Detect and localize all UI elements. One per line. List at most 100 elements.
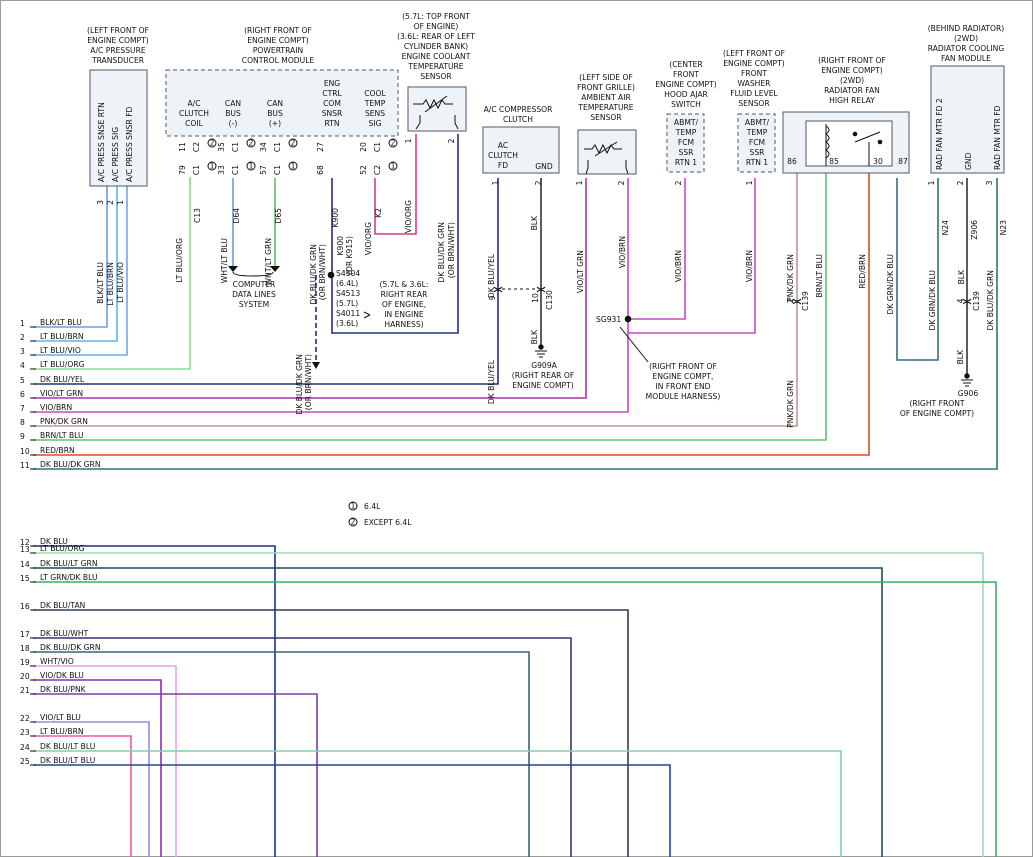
relay-pin-label: 85 <box>829 157 839 166</box>
fan-module-pin-label: RAD FAN MTR FD <box>993 105 1002 170</box>
wire-number: 6 <box>20 390 25 399</box>
pcm-pin-label: COOL <box>364 89 386 98</box>
ac-compressor-clutch <box>482 126 560 174</box>
wire-14 <box>33 567 883 857</box>
wire-number: 17 <box>20 630 30 639</box>
hood-ajar-pin-label: RTN 1 <box>675 158 697 167</box>
arrow-icon <box>228 266 238 272</box>
connector-id: C1 <box>192 165 201 175</box>
pin-number: 33 <box>217 165 226 175</box>
splice-point-icon <box>327 271 335 279</box>
wire-15 <box>33 581 997 857</box>
wire-label: BLK <box>957 269 966 284</box>
pcm-pin-label: SIG <box>369 119 382 128</box>
wire-22 <box>33 721 150 857</box>
variant-note-icon <box>246 161 256 171</box>
washer-sensor-wire <box>628 178 756 334</box>
pcm-pin-label: SNSR <box>322 109 343 118</box>
legend-note-icon <box>348 517 358 527</box>
wire-label: LT BLU/ORG <box>40 360 85 369</box>
washer-sensor-title: FLUID LEVEL <box>730 89 778 98</box>
variant-note-number: 2 <box>210 138 215 147</box>
wire-label: VIO/LT GRN <box>40 389 83 398</box>
connector-break-icon <box>536 286 546 290</box>
wire-10 <box>33 173 870 456</box>
ambient-sensor-title: AMBIENT AIR <box>581 93 631 102</box>
splice-note: HARNESS) <box>384 320 423 329</box>
wire-11 <box>33 178 998 470</box>
pin-lead <box>454 115 459 130</box>
fan-relay-title: (RIGHT FRONT OF <box>818 56 886 65</box>
fan-module-pin-label: RAD FAN MTR FD 2 <box>935 98 944 170</box>
washer-fluid-level-sensor <box>737 113 776 173</box>
wire-label: DK BLU/LT GRN <box>40 559 98 568</box>
pin-number: 9 <box>488 295 497 300</box>
washer-sensor-title: (LEFT FRONT OF <box>723 49 785 58</box>
ac-transducer-title: A/C PRESSURE <box>90 46 146 55</box>
wire-number: 14 <box>20 560 30 569</box>
wire-17 <box>33 637 572 857</box>
pin-number: 1 <box>491 180 500 185</box>
wire-label: LT BLU/VIO <box>40 346 81 355</box>
connector-break-icon <box>962 298 972 302</box>
wire-label: DK BLU/DK GRN <box>309 244 318 305</box>
wire-label: DK BLU/DK GRN <box>437 222 446 283</box>
wire-number: 2 <box>20 333 25 342</box>
wire-9 <box>33 173 827 441</box>
pcm-pin-label: COIL <box>185 119 204 128</box>
hood-ajar-title: SWITCH <box>671 100 701 109</box>
splice-note: IN ENGINE <box>384 310 424 319</box>
pin-number: 4 <box>956 298 965 303</box>
circuit-id: K900 <box>331 208 340 228</box>
ac-clutch-title: A/C COMPRESSOR <box>484 105 554 114</box>
hood-ajar-pin-label: TEMP <box>675 128 697 137</box>
wire-label: BRN/LT BLU <box>40 431 84 440</box>
connector-break-icon <box>493 286 503 290</box>
pcm-pin-label: BUS <box>225 109 241 118</box>
ambient-sensor-title: (LEFT SIDE OF <box>579 73 633 82</box>
variant-note-number: 1 <box>249 161 254 170</box>
fan-module-title: (2WD) <box>954 34 978 43</box>
thermistor-arrow <box>424 95 448 113</box>
splice-note: OF ENGINE, <box>382 300 426 309</box>
pin-number: 68 <box>316 165 325 175</box>
wire-label: (OR BRN/WHT) <box>318 244 327 300</box>
variant-note-icon <box>388 138 398 148</box>
wire-21 <box>33 693 318 857</box>
ground-id: G909A <box>531 361 557 370</box>
variant-note-icon <box>246 138 256 148</box>
wire-label: BLK/LT BLU <box>40 318 82 327</box>
pin-lead <box>585 160 589 175</box>
washer-sensor-title: FRONT <box>741 69 767 78</box>
circuit-id: K2 <box>374 208 383 218</box>
wire-23 <box>33 735 132 857</box>
ground-id: G906 <box>958 389 979 398</box>
pcm-pin-label: CTRL <box>322 89 342 98</box>
wire-label: DK BLU/DK GRN <box>986 270 995 331</box>
wire-label: DK BLU/YEL <box>40 375 85 384</box>
splice-note: (5.7L & 3.6L: <box>380 280 429 289</box>
wire-label: DK GRN/DK BLU <box>928 270 937 331</box>
wire-label: PNK/DK GRN <box>40 417 88 426</box>
legend-text: EXCEPT 6.4L <box>364 518 412 527</box>
pin-number: 11 <box>178 142 187 152</box>
connector-id: C1 <box>273 142 282 152</box>
wire-label: DK BLU/DK GRN <box>40 460 101 469</box>
hood-ajar-pin-label: SSR <box>679 148 695 157</box>
wire-number: 8 <box>20 418 25 427</box>
wire-18 <box>33 651 530 857</box>
washer-sensor-title: ENGINE COMPT) <box>723 59 785 68</box>
splice-id: (6.4L) <box>336 279 358 288</box>
coolant-sensor-title: SENSOR <box>420 72 452 81</box>
circuit-id: D64 <box>232 208 241 224</box>
pcm-pin-label: CAN <box>225 99 241 108</box>
splice-note: (RIGHT FRONT OF <box>649 362 717 371</box>
pin-number: 1 <box>745 180 754 185</box>
wire-label: VIO/BRN <box>618 236 627 268</box>
splice-id: S4504 <box>336 269 360 278</box>
wire-number: 13 <box>20 545 30 554</box>
connector-id: C1 <box>231 165 240 175</box>
pin-number: 2 <box>447 138 456 143</box>
pin-number: 52 <box>359 165 368 175</box>
splice-point-icon <box>964 373 970 379</box>
